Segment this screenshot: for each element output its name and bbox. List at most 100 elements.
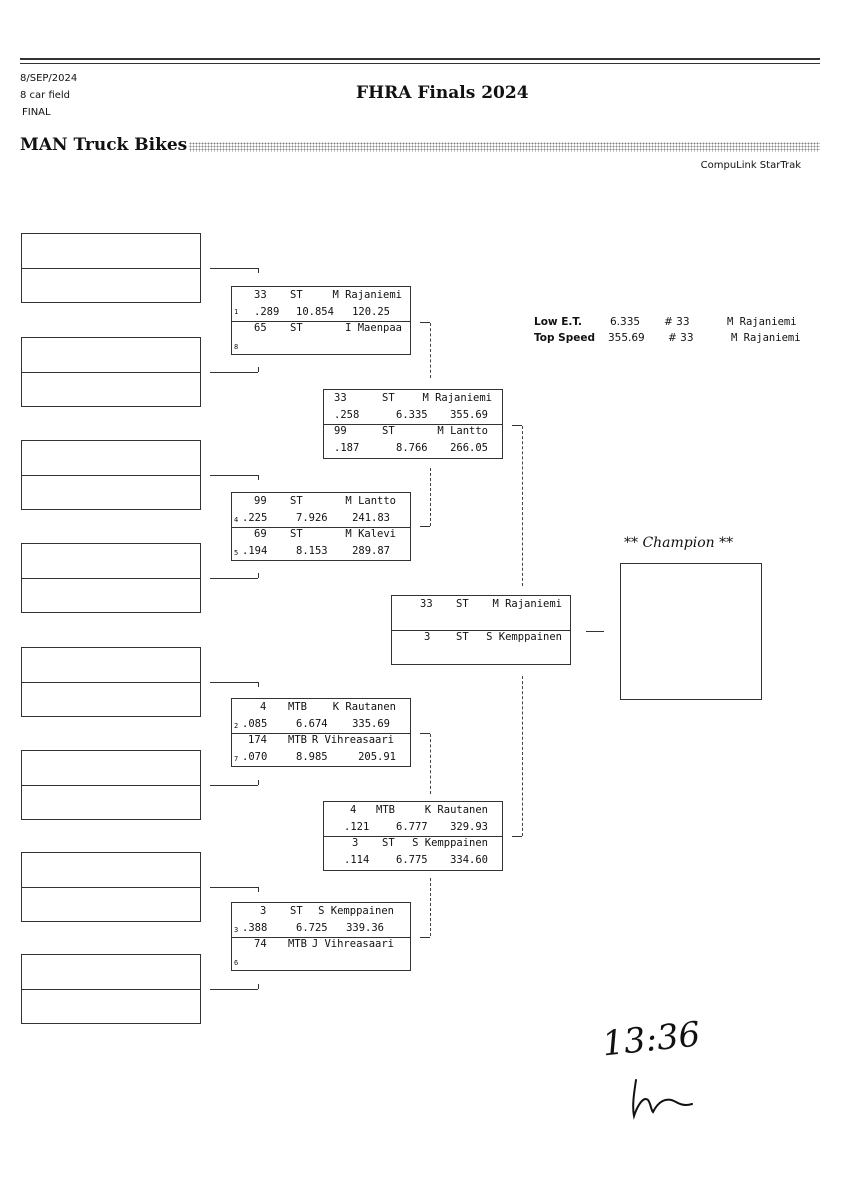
- car-number: 33: [420, 598, 433, 610]
- stat-value: 6.335: [610, 316, 641, 328]
- connector-tick: [258, 682, 259, 687]
- lane-number: 5: [234, 549, 239, 557]
- connector-line: [512, 836, 522, 837]
- car-number: 99: [254, 495, 267, 507]
- elapsed-time: 6.775: [396, 854, 428, 866]
- semifinal-match-2: 4 MTB K Rautanen .121 6.777 329.93 3 ST …: [323, 801, 503, 871]
- reaction-time: .114: [344, 854, 370, 866]
- car-number: 3: [424, 631, 431, 643]
- lane-bottom: 174 MTB R Vihreasaari 7 .070 8.985 205.9…: [232, 734, 410, 768]
- qualifier-box-6: [21, 750, 201, 820]
- connector-line: [210, 682, 258, 683]
- round1-match-3: 4 MTB K Rautanen 2 .085 6.674 335.69 174…: [231, 698, 411, 767]
- reaction-time: .289: [254, 306, 280, 318]
- box-divider: [232, 321, 410, 322]
- lane-bottom: 74 MTB J Vihreasaari 6: [232, 938, 410, 972]
- stat-car-number: # 33: [664, 316, 690, 328]
- racer-name: S Kemppainen: [412, 837, 488, 849]
- stat-racer: M Rajaniemi: [727, 316, 797, 328]
- reaction-time: .187: [334, 442, 360, 454]
- car-class: ST: [382, 837, 395, 849]
- lane-top: 33 ST M Rajaniemi .258 6.335 355.69: [324, 390, 502, 424]
- connector-dash: [522, 426, 523, 586]
- car-number: 3: [352, 837, 359, 849]
- elapsed-time: 7.926: [296, 512, 328, 524]
- speed: 266.05: [450, 442, 488, 454]
- champion-title: ** Champion **: [624, 535, 734, 551]
- car-number: 174: [248, 734, 267, 746]
- speed: 205.91: [358, 751, 396, 763]
- car-number: 4: [350, 804, 357, 816]
- connector-dash: [522, 676, 523, 836]
- event-date: 8/SEP/2024: [20, 73, 78, 84]
- reaction-time: .085: [242, 718, 268, 730]
- qualifier-box-2: [21, 337, 201, 407]
- car-class: MTB: [288, 701, 307, 713]
- car-number: 74: [254, 938, 267, 950]
- lane-top: 33 ST M Rajaniemi: [392, 596, 570, 630]
- connector-line: [210, 887, 258, 888]
- stat-car-number: # 33: [668, 332, 694, 344]
- car-class: ST: [290, 495, 303, 507]
- qualifier-box-8: [21, 954, 201, 1024]
- car-number: 4: [260, 701, 267, 713]
- connector-tick: [258, 780, 259, 785]
- reaction-time: .121: [344, 821, 370, 833]
- lane-top: 3 ST S Kemppainen 3 .388 6.725 339.36: [232, 903, 410, 937]
- car-number: 99: [334, 425, 347, 437]
- connector-line: [512, 425, 522, 426]
- car-class: MTB: [376, 804, 395, 816]
- qualifier-box-7: [21, 852, 201, 922]
- handwritten-time: 13:36: [600, 1014, 702, 1120]
- racer-name: M Rajaniemi: [332, 289, 402, 301]
- connector-line: [210, 989, 258, 990]
- car-class: ST: [382, 425, 395, 437]
- lane-bottom: 3 ST S Kemppainen: [392, 631, 570, 665]
- connector-tick: [258, 573, 259, 578]
- header-rule-thin: [20, 63, 820, 64]
- car-number: 65: [254, 322, 267, 334]
- speed: 289.87: [352, 545, 390, 557]
- connector-line: [210, 268, 258, 269]
- class-dotted-rule: [189, 142, 820, 152]
- racer-name: S Kemppainen: [486, 631, 562, 643]
- semifinal-match-1: 33 ST M Rajaniemi .258 6.335 355.69 99 S…: [323, 389, 503, 459]
- car-class: ST: [382, 392, 395, 404]
- lane-number: 4: [234, 516, 239, 524]
- reaction-time: .225: [242, 512, 268, 524]
- speed: 120.25: [352, 306, 390, 318]
- signature-icon: [632, 1079, 693, 1120]
- racer-name: R Vihreasaari: [311, 734, 394, 746]
- connector-line: [210, 785, 258, 786]
- speed: 355.69: [450, 409, 488, 421]
- connector-line: [420, 526, 430, 527]
- car-class: ST: [456, 598, 469, 610]
- connector-dash: [430, 323, 431, 378]
- box-divider: [392, 630, 570, 631]
- car-class: ST: [290, 905, 303, 917]
- reaction-time: .258: [334, 409, 360, 421]
- connector-tick: [258, 984, 259, 989]
- speed: 339.36: [346, 922, 384, 934]
- lane-top: 99 ST M Lantto 4 .225 7.926 241.83: [232, 493, 410, 527]
- car-number: 69: [254, 528, 267, 540]
- elapsed-time: 6.777: [396, 821, 428, 833]
- round1-match-1: 33 ST M Rajaniemi 1 .289 10.854 120.25 6…: [231, 286, 411, 355]
- racer-name: M Lantto: [345, 495, 396, 507]
- connector-line: [586, 631, 604, 632]
- connector-tick: [258, 367, 259, 372]
- car-class: ST: [290, 322, 303, 334]
- car-class: ST: [290, 528, 303, 540]
- lane-number: 7: [234, 755, 239, 763]
- elapsed-time: 6.674: [296, 718, 328, 730]
- connector-tick: [258, 475, 259, 480]
- lane-number: 6: [234, 959, 239, 967]
- event-title: FHRA Finals 2024: [356, 83, 529, 103]
- connector-line: [210, 475, 258, 476]
- elapsed-time: 8.153: [296, 545, 328, 557]
- speed: 334.60: [450, 854, 488, 866]
- racer-name: M Kalevi: [345, 528, 396, 540]
- elapsed-time: 10.854: [296, 306, 334, 318]
- round1-match-4: 3 ST S Kemppainen 3 .388 6.725 339.36 74…: [231, 902, 411, 971]
- lane-bottom: 69 ST M Kalevi 5 .194 8.153 289.87: [232, 528, 410, 562]
